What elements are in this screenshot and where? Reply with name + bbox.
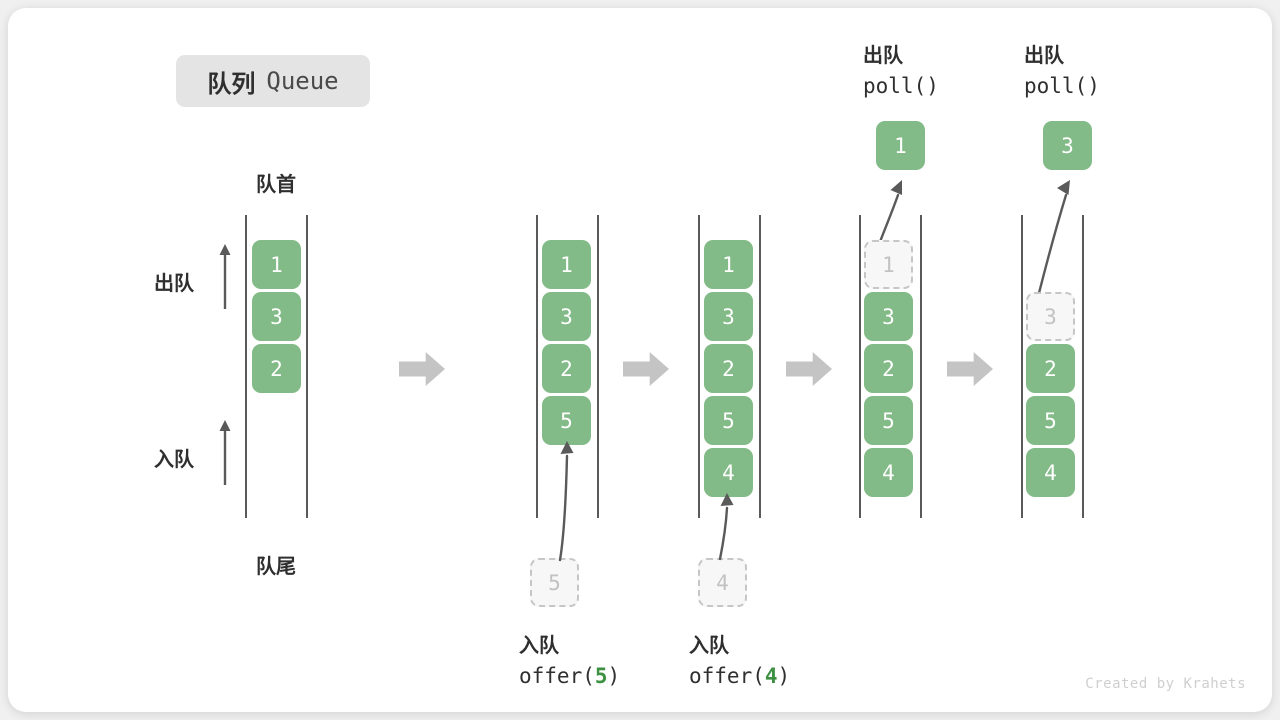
queue-rail-right — [597, 215, 599, 518]
queue-element: 3 — [252, 292, 301, 341]
popped-element: 1 — [876, 121, 925, 170]
queue-rail-right — [306, 215, 308, 518]
stage-caption-cn: 入队 — [689, 633, 729, 657]
title-chinese: 队列 — [207, 69, 256, 98]
queue-element: 1 — [704, 240, 753, 289]
queue-rail-left — [536, 215, 538, 518]
stage-caption-cn: 出队 — [1024, 43, 1064, 67]
title-english: Queue — [266, 67, 339, 95]
queue-rail-right — [1082, 215, 1084, 518]
diagram-card: 队列 Queue 队首 队尾 出队 入队 1 3 2 1 3 2 5 — [8, 8, 1272, 712]
incoming-ghost-element: 5 — [530, 558, 579, 607]
label-queue-rear: 队尾 — [256, 554, 296, 578]
queue-element-new: 5 — [542, 396, 591, 445]
queue-element: 2 — [542, 344, 591, 393]
queue-rail-right — [759, 215, 761, 518]
queue-element: 5 — [704, 396, 753, 445]
queue-element: 3 — [864, 292, 913, 341]
stage-separator-arrow-icon — [947, 352, 993, 386]
stage-caption-cn: 出队 — [863, 43, 903, 67]
label-queue-front: 队首 — [256, 172, 296, 196]
code-prefix: poll( — [863, 74, 927, 98]
queue-element: 5 — [1026, 396, 1075, 445]
queue-element: 2 — [1026, 344, 1075, 393]
stage-caption-code: poll() — [863, 74, 939, 98]
queue-rail-left — [245, 215, 247, 518]
incoming-ghost-element: 4 — [698, 558, 747, 607]
enqueue-arrow-icon — [218, 419, 232, 487]
dequeue-flow-arrow-icon — [1018, 173, 1098, 308]
stage-separator-arrow-icon — [623, 352, 669, 386]
code-value: 4 — [764, 664, 778, 688]
queue-element: 2 — [864, 344, 913, 393]
queue-element: 1 — [542, 240, 591, 289]
stage-caption-code: poll() — [1024, 74, 1100, 98]
queue-element: 3 — [704, 292, 753, 341]
code-suffix: ) — [607, 664, 621, 688]
code-prefix: offer( — [689, 664, 765, 688]
code-suffix: ) — [777, 664, 791, 688]
label-enqueue-direction: 入队 — [154, 447, 194, 471]
dequeue-arrow-icon — [218, 243, 232, 311]
queue-element: 1 — [252, 240, 301, 289]
popped-element: 3 — [1043, 121, 1092, 170]
queue-element-removed: 3 — [1026, 292, 1075, 341]
stage-caption-code: offer(5) — [519, 664, 620, 688]
code-value: 5 — [594, 664, 608, 688]
stage-separator-arrow-icon — [786, 352, 832, 386]
stage-separator-arrow-icon — [399, 352, 445, 386]
queue-element-removed: 1 — [864, 240, 913, 289]
queue-rail-right — [920, 215, 922, 518]
queue-element: 5 — [864, 396, 913, 445]
enqueue-flow-arrow-icon — [696, 490, 766, 562]
code-suffix: ) — [926, 74, 939, 98]
queue-element-new: 4 — [704, 448, 753, 497]
watermark-credit: Created by Krahets — [1085, 676, 1246, 692]
queue-element: 3 — [542, 292, 591, 341]
queue-element: 4 — [864, 448, 913, 497]
queue-element: 4 — [1026, 448, 1075, 497]
label-dequeue-direction: 出队 — [154, 271, 194, 295]
stage-caption-cn: 入队 — [519, 633, 559, 657]
queue-rail-left — [859, 215, 861, 518]
queue-rail-left — [698, 215, 700, 518]
title-badge: 队列 Queue — [176, 55, 370, 107]
code-prefix: poll( — [1024, 74, 1088, 98]
code-suffix: ) — [1087, 74, 1100, 98]
enqueue-flow-arrow-icon — [528, 438, 608, 563]
code-prefix: offer( — [519, 664, 595, 688]
queue-element: 2 — [704, 344, 753, 393]
queue-element: 2 — [252, 344, 301, 393]
queue-rail-left — [1021, 215, 1023, 518]
stage-caption-code: offer(4) — [689, 664, 790, 688]
